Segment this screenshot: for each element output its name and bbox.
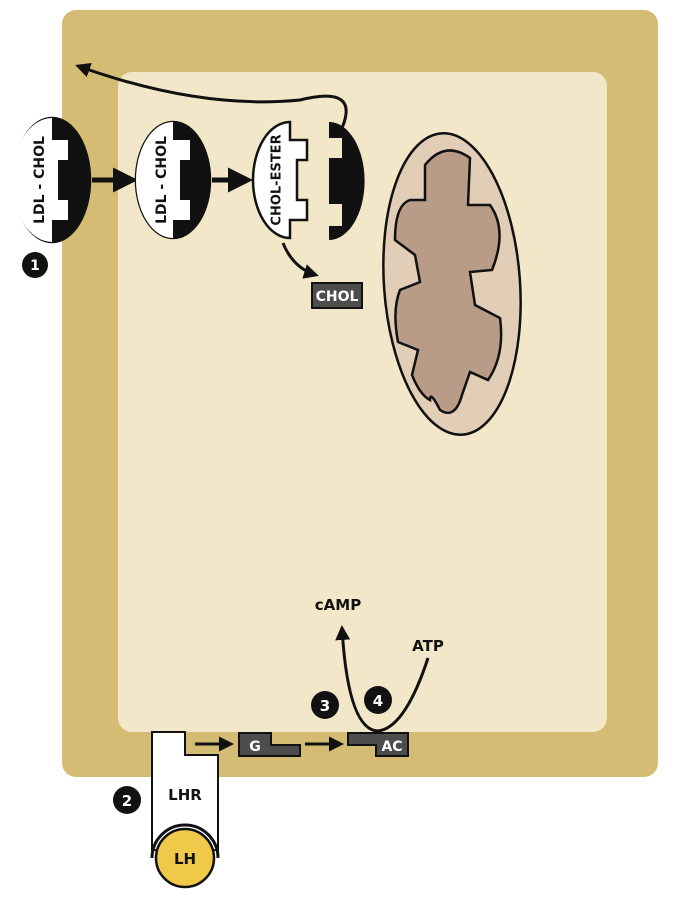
arrow-to-chol (281, 242, 319, 279)
lh-hormone: LH (150, 823, 220, 889)
ldl-receptor-endosome: LDL - CHOL (134, 120, 212, 240)
step-badge-4: 4 (364, 686, 392, 714)
ac-label: AC (381, 739, 402, 755)
arrow-receptor-recycle (75, 63, 348, 129)
ldl-chol-label-inner: LDL - CHOL (154, 136, 170, 224)
chol-ester: CHOL-ESTER (251, 120, 365, 240)
g-label: G (249, 739, 261, 755)
svg-text:3: 3 (320, 697, 330, 715)
chol-ester-label: CHOL-ESTER (270, 134, 285, 225)
mitochondrion-cristae (393, 149, 503, 415)
adenylyl-cyclase: AC (347, 732, 409, 757)
lh-label: LH (174, 850, 196, 868)
svg-text:2: 2 (122, 792, 132, 810)
svg-text:4: 4 (373, 692, 383, 710)
step-badge-2: 2 (113, 786, 141, 814)
ldl-receptor-outer: LDL - CHOL (12, 116, 92, 244)
g-protein: G (238, 732, 301, 757)
step-badge-3: 3 (311, 691, 339, 719)
recycled-receptor-half (329, 122, 365, 240)
step-badge-1: 1 (22, 252, 48, 278)
ldl-chol-label-outer: LDL - CHOL (32, 136, 48, 224)
atp-label: ATP (412, 637, 444, 655)
chol-box: CHOL (311, 282, 363, 309)
chol-label: CHOL (316, 289, 359, 305)
camp-label: cAMP (315, 596, 361, 614)
lhr-label: LHR (168, 786, 202, 804)
svg-text:1: 1 (30, 258, 40, 274)
mitochondrion (382, 132, 522, 436)
arrow-atp-to-camp (335, 625, 430, 733)
